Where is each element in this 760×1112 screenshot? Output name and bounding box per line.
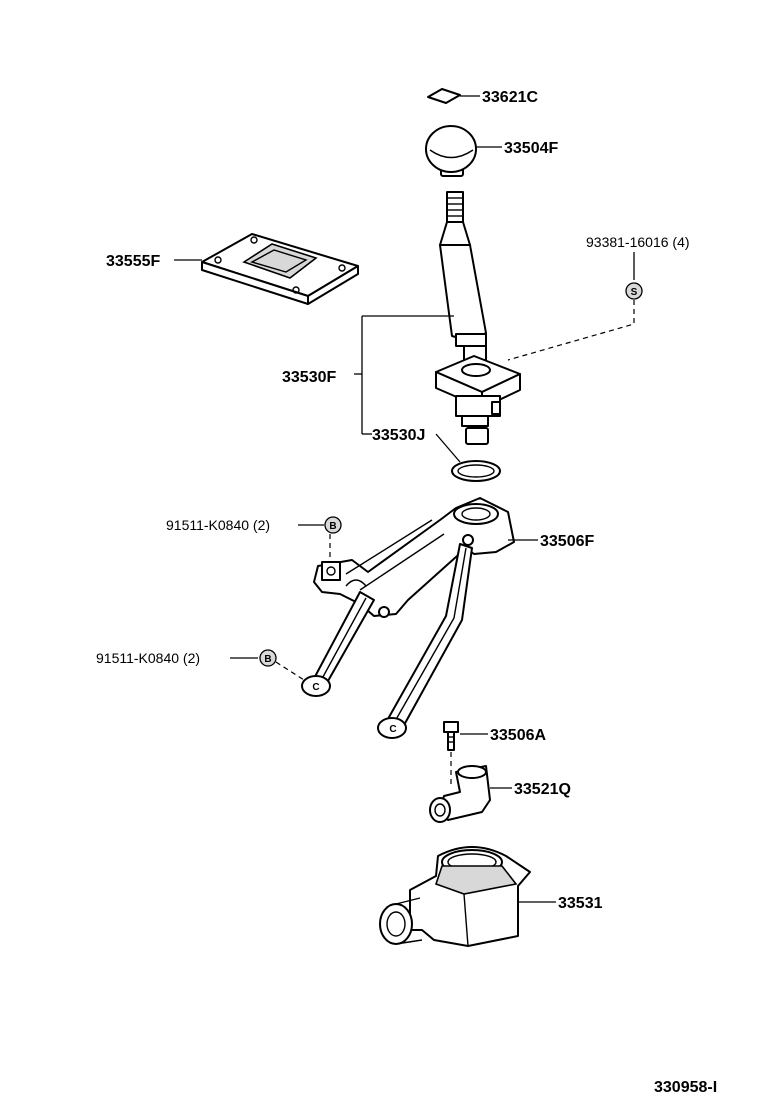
callout-c-left: C — [312, 682, 319, 693]
o-ring — [451, 460, 501, 482]
svg-text:B: B — [264, 654, 271, 665]
diagram-id: 330958-I — [654, 1079, 717, 1096]
shift-lever — [439, 191, 487, 361]
bracket-33530 — [354, 315, 454, 435]
emblem-part — [427, 88, 480, 104]
label-93381-16016: 93381-16016 (4) — [586, 234, 690, 250]
svg-text:C: C — [389, 724, 396, 735]
leader-33530J — [435, 433, 461, 463]
label-33530F: 33530F — [282, 369, 336, 386]
shift-housing-33531 — [379, 846, 556, 947]
label-33531: 33531 — [558, 895, 603, 912]
svg-text:C: C — [312, 682, 319, 693]
svg-text:B: B — [329, 521, 336, 532]
bracket-33521Q — [429, 765, 512, 823]
svg-text:S: S — [631, 287, 638, 298]
shift-knob — [425, 125, 502, 177]
bolt-33506A — [443, 721, 488, 751]
label-33521Q: 33521Q — [514, 781, 571, 798]
label-33506F: 33506F — [540, 533, 594, 550]
dashed-leader-b-bottom — [275, 661, 305, 681]
callout-s: S — [625, 282, 643, 300]
lever-housing — [435, 355, 521, 445]
label-91511-K0840-top: 91511-K0840 (2) — [166, 517, 270, 533]
label-33555F: 33555F — [106, 253, 160, 270]
callout-c-right: C — [389, 724, 396, 735]
label-91511-K0840-bottom: 91511-K0840 (2) — [96, 650, 200, 666]
shift-lever-retainer — [301, 497, 538, 739]
callout-b-bottom: B — [259, 649, 277, 667]
dashed-leader-s — [507, 300, 635, 361]
label-33506A: 33506A — [490, 727, 546, 744]
label-33530J: 33530J — [372, 427, 425, 444]
boot-retainer-plate — [174, 233, 359, 305]
label-33621C: 33621C — [482, 89, 538, 106]
callout-b-top: B — [324, 516, 342, 534]
label-33504F: 33504F — [504, 140, 558, 157]
